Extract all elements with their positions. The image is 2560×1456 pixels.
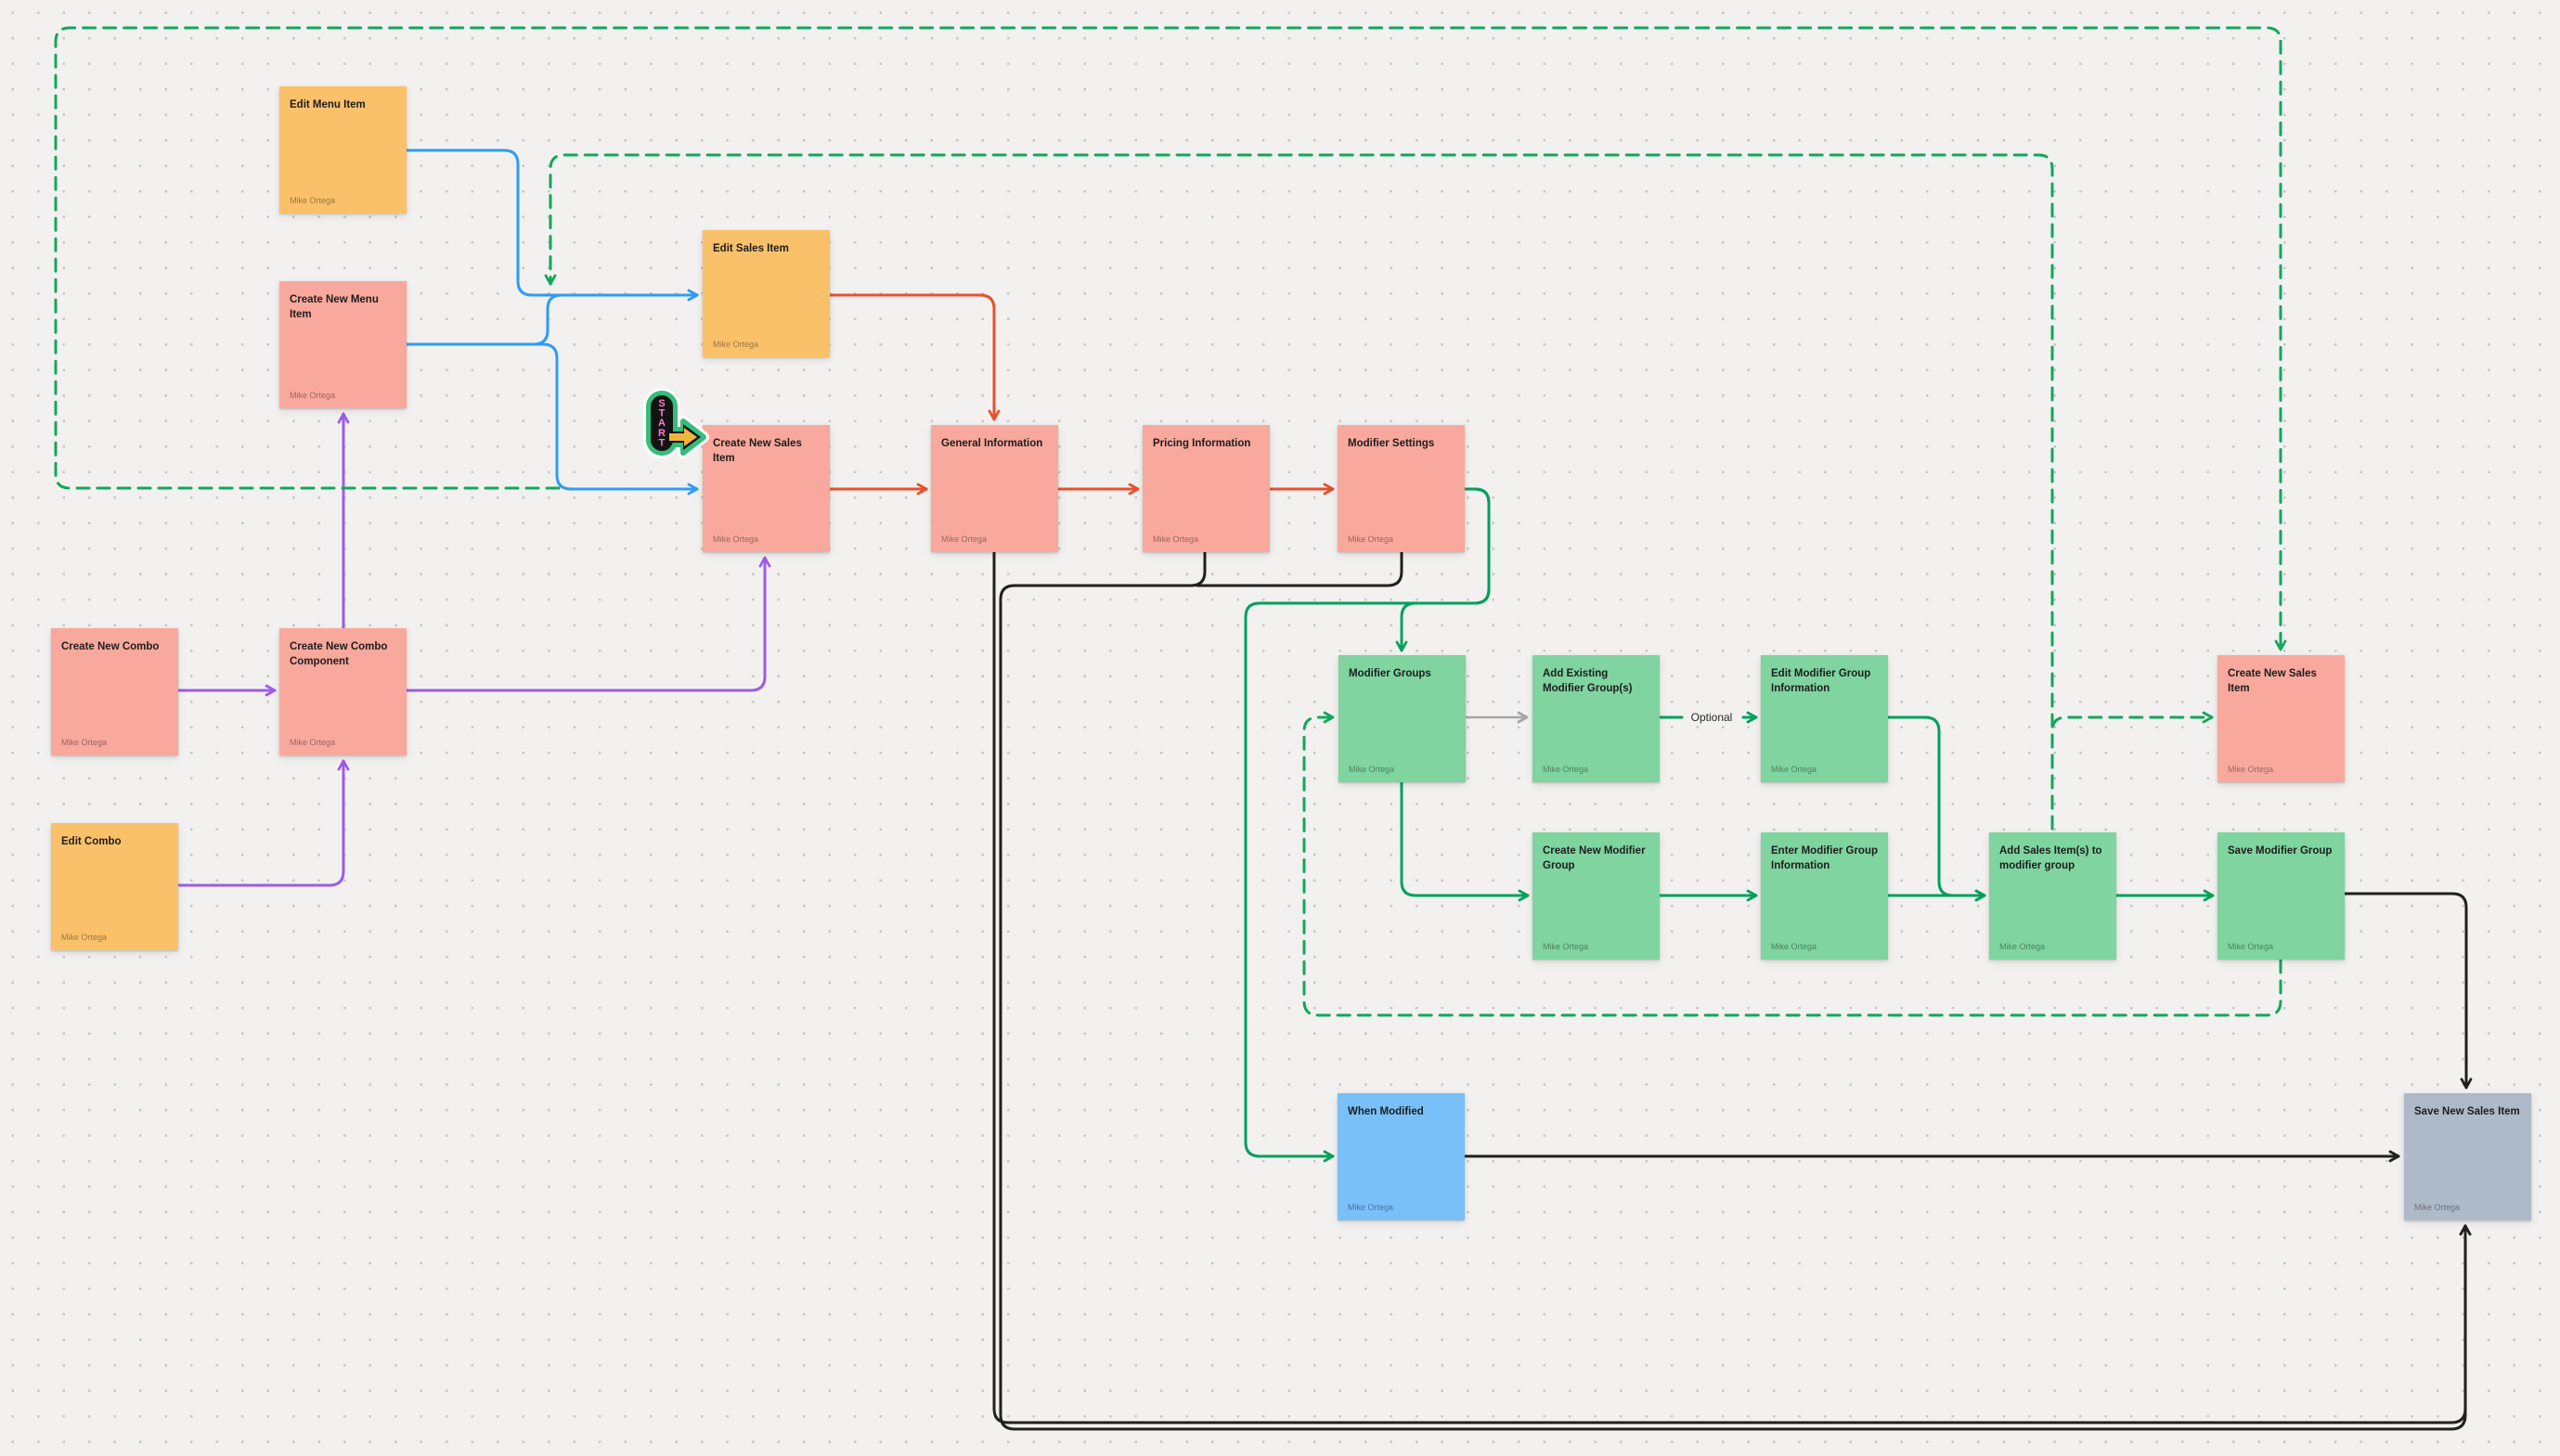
note-label: Create New Sales Item (713, 438, 802, 465)
note-author: Mike Ortega (61, 738, 108, 747)
note-label: Create New Menu Item (290, 294, 379, 321)
connector-save-modifier-group-to-save-new-sales[interactable] (2343, 892, 2473, 1089)
note-label: Edit Menu Item (290, 99, 366, 110)
note-label: Create New Sales Item (2228, 668, 2317, 695)
note-author: Mike Ortega (2228, 942, 2274, 951)
note-author: Mike Ortega (1543, 765, 1589, 774)
note-label: Create New Modifier Group (1543, 845, 1646, 872)
note-create-new-sales-item[interactable]: Create New Sales Item Mike Ortega (703, 425, 830, 552)
note-save-new-sales-item[interactable]: Save New Sales Item Mike Ortega (2404, 1093, 2531, 1220)
note-author: Mike Ortega (1771, 765, 1817, 774)
connector-edit-menu-to-edit-sales[interactable] (405, 148, 699, 302)
note-label: General Information (941, 438, 1043, 449)
note-general-information[interactable]: General Information Mike Ortega (931, 425, 1058, 552)
note-author: Mike Ortega (1348, 1203, 1394, 1212)
connector-paths (54, 26, 2473, 1431)
note-modifier-groups[interactable]: Modifier Groups Mike Ortega (1338, 655, 1466, 782)
note-create-new-menu-item[interactable]: Create New Menu Item Mike Ortega (279, 281, 407, 408)
note-edit-modifier-group-information[interactable]: Edit Modifier Group Information Mike Ort… (1761, 655, 1888, 782)
note-author: Mike Ortega (1999, 942, 2046, 951)
note-label: When Modified (1348, 1106, 1424, 1117)
note-label: Add Existing Modifier Group(s) (1543, 668, 1633, 695)
note-author: Mike Ortega (290, 391, 336, 400)
note-edit-combo[interactable]: Edit Combo Mike Ortega (51, 823, 178, 950)
note-create-new-sales-item-2[interactable]: Create New Sales Item Mike Ortega (2217, 655, 2345, 782)
note-label: Pricing Information (1153, 438, 1251, 449)
note-label: Edit Combo (61, 836, 122, 847)
connector-modifier-groups-to-create-modifier-group[interactable] (1400, 780, 1530, 902)
connector-add-sales-items-back-to-start[interactable] (544, 153, 2054, 831)
note-author: Mike Ortega (1153, 535, 1199, 544)
note-author: Mike Ortega (1349, 765, 1395, 774)
connector-loop-back-to-create-new-sales-2-top[interactable] (54, 26, 2287, 651)
note-save-modifier-group[interactable]: Save Modifier Group Mike Ortega (2217, 832, 2345, 960)
note-label: Modifier Groups (1349, 668, 1431, 679)
connector-labels: Optional (1691, 711, 1733, 724)
connector-modifier-settings-to-when-modified[interactable] (1244, 487, 1491, 1163)
note-author: Mike Ortega (713, 535, 759, 544)
note-create-new-combo[interactable]: Create New Combo Mike Ortega (51, 628, 178, 755)
connector-edit-sales-to-general[interactable] (828, 293, 1001, 421)
note-author: Mike Ortega (1348, 535, 1394, 544)
note-label: Add Sales Item(s) to modifier group (1999, 845, 2102, 872)
note-modifier-settings[interactable]: Modifier Settings Mike Ortega (1338, 425, 1465, 552)
note-author: Mike Ortega (2414, 1203, 2461, 1212)
connector-add-sales-items-to-create-new-sales-2[interactable] (2050, 711, 2214, 831)
optional-label[interactable]: Optional (1691, 711, 1733, 724)
note-create-new-modifier-group[interactable]: Create New Modifier Group Mike Ortega (1532, 832, 1660, 960)
note-author: Mike Ortega (290, 196, 336, 205)
note-enter-modifier-group-information[interactable]: Enter Modifier Group Information Mike Or… (1761, 832, 1888, 960)
note-edit-menu-item[interactable]: Edit Menu Item Mike Ortega (279, 86, 407, 213)
note-label: Edit Modifier Group Information (1771, 668, 1871, 695)
note-author: Mike Ortega (713, 340, 759, 349)
connector-create-menu-to-create-sales[interactable] (405, 342, 699, 496)
connector-combo-component-to-create-sales[interactable] (405, 556, 771, 692)
note-author: Mike Ortega (1771, 942, 1817, 951)
note-label: Enter Modifier Group Information (1771, 845, 1878, 872)
connector-modifier-settings-bottom-merge[interactable] (1196, 550, 1403, 587)
note-when-modified[interactable]: When Modified Mike Ortega (1338, 1093, 1465, 1220)
note-author: Mike Ortega (61, 933, 108, 942)
note-create-new-combo-component[interactable]: Create New Combo Component Mike Ortega (279, 628, 407, 755)
note-author: Mike Ortega (941, 535, 988, 544)
note-label: Modifier Settings (1348, 438, 1435, 449)
note-pricing-information[interactable]: Pricing Information Mike Ortega (1143, 425, 1270, 552)
note-label: Edit Sales Item (713, 243, 789, 254)
note-label: Create New Combo Component (290, 641, 388, 668)
note-label: Save Modifier Group (2228, 845, 2333, 857)
note-label: Create New Combo (61, 641, 160, 652)
start-stamp-arrow-icon (643, 388, 709, 458)
note-add-sales-items-to-modifier-group[interactable]: Add Sales Item(s) to modifier group Mike… (1989, 832, 2116, 960)
connector-edit-combo-to-combo-component[interactable] (176, 759, 350, 887)
note-author: Mike Ortega (1543, 942, 1589, 951)
connector-save-modifier-group-loop-to-modifier-groups[interactable] (1302, 711, 2282, 1017)
connector-pricing-to-save-new-sales[interactable] (999, 550, 2472, 1431)
note-edit-sales-item[interactable]: Edit Sales Item Mike Ortega (703, 230, 830, 357)
note-add-existing-modifier-groups[interactable]: Add Existing Modifier Group(s) Mike Orte… (1532, 655, 1660, 782)
note-author: Mike Ortega (290, 738, 336, 747)
note-label: Save New Sales Item (2414, 1106, 2520, 1117)
note-author: Mike Ortega (2228, 765, 2274, 774)
